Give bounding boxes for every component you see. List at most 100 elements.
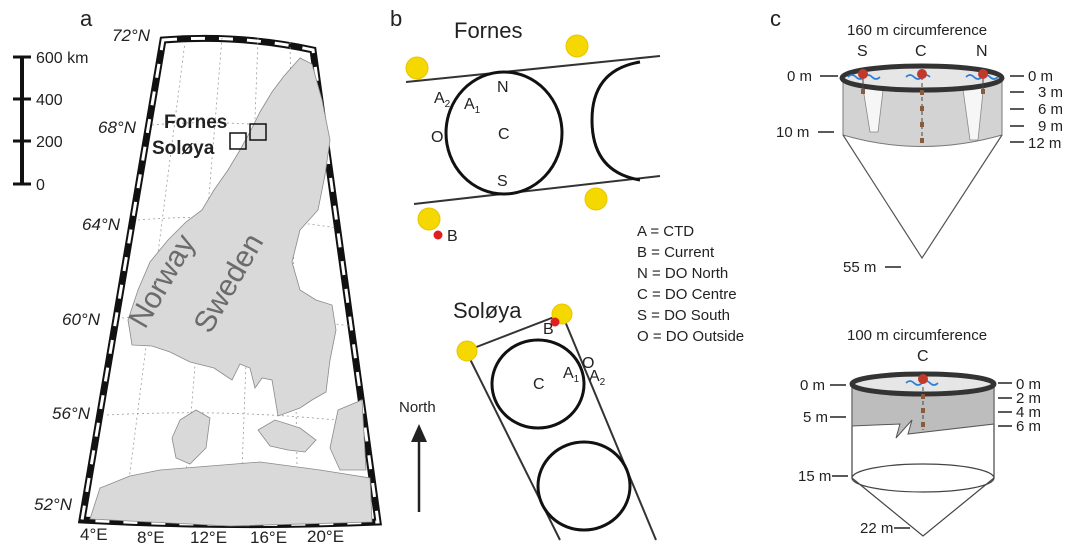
- site-box-soloya: [229, 132, 247, 150]
- depth-label-left: 5 m: [803, 409, 828, 426]
- depth-label-right: 4 m: [1016, 404, 1041, 421]
- soloya-cage-ring-2: [536, 440, 632, 532]
- lat-label-64: 64°N: [82, 215, 121, 234]
- current-meter-marker: [433, 230, 443, 240]
- depth-label-right: 6 m: [1038, 101, 1063, 118]
- buoy: [565, 34, 589, 58]
- site-box-fornes: [249, 123, 267, 141]
- site-label-soloya: Soløya: [152, 138, 215, 159]
- lat-label-56: 56°N: [52, 404, 91, 423]
- cage-160-pos-s: S: [857, 43, 868, 60]
- legend-item: O = DO Outside: [637, 328, 744, 345]
- fornes-layout: Fornes N C S O A2 A1 B: [405, 18, 661, 245]
- soloya-layout: Soløya C O B A1 A2: [453, 298, 657, 541]
- logger-sensor: [920, 90, 924, 95]
- logger-sensor: [921, 408, 925, 413]
- legend-item: B = Current: [637, 244, 715, 261]
- legend-item: S = DO South: [637, 307, 730, 324]
- depth-label-left: 10 m: [776, 124, 809, 141]
- logger-sensor: [920, 138, 924, 143]
- label-do-centre: C: [533, 376, 545, 393]
- cage-160-pos-n: N: [976, 43, 988, 60]
- soloya-title: Soløya: [453, 298, 522, 323]
- label-ctd-a2: A2: [434, 90, 451, 110]
- legend-item: A = CTD: [637, 223, 694, 240]
- label-do-outside: O: [582, 355, 594, 372]
- label-do-centre: C: [498, 126, 510, 143]
- cage-160-title: 160 m circumference: [847, 22, 987, 39]
- depth-label-left: 0 m: [787, 68, 812, 85]
- depth-label-right: 12 m: [1028, 135, 1061, 152]
- logger-sensor: [921, 422, 925, 427]
- legend-item: C = DO Centre: [637, 286, 737, 303]
- label-do-south: S: [497, 173, 508, 190]
- logger-sensor: [981, 89, 985, 94]
- lat-label-60: 60°N: [62, 310, 101, 329]
- lat-label-52: 52°N: [34, 495, 73, 514]
- lat-label-72: 72°N: [112, 26, 151, 45]
- map: Fornes Soløya Norway Sweden: [77, 34, 382, 529]
- scale-tick-600: 600 km: [36, 50, 88, 67]
- soloya-mooring-line-top: [465, 313, 563, 352]
- soloya-cage-ring: [490, 338, 586, 430]
- logger-sensor: [978, 69, 988, 79]
- north-label: North: [399, 399, 436, 416]
- north-arrow: North: [399, 399, 436, 512]
- lat-label-68: 68°N: [98, 118, 137, 137]
- cage-160-net-cone: [842, 134, 1003, 260]
- buoy: [405, 56, 429, 80]
- depth-label-left: 15 m: [798, 468, 831, 485]
- fornes-cage-ring-2: [590, 60, 641, 182]
- cage-100-bottom-ring: [851, 463, 995, 493]
- depth-label-right: 0 m: [1028, 68, 1053, 85]
- depth-label-right: 9 m: [1038, 118, 1063, 135]
- buoy: [584, 187, 608, 211]
- land-south-1: [257, 419, 317, 453]
- panel-b: b Fornes N C S O A2 A1 B A = CTD B = Cur…: [390, 6, 744, 541]
- depth-label-right: 0 m: [1016, 376, 1041, 393]
- logger-sensor: [921, 394, 925, 399]
- label-current-b: B: [447, 228, 458, 245]
- lon-label-12: 12°E: [190, 528, 227, 547]
- scale-tick-400: 400: [36, 92, 63, 109]
- cage-100-title: 100 m circumference: [847, 327, 987, 344]
- label-do-outside: O: [431, 129, 443, 146]
- logger-sensor: [917, 69, 927, 79]
- land-baltic-east: [329, 399, 367, 471]
- scale-bar: 600 km 400 200 0: [13, 50, 88, 194]
- panel-c-letter: c: [770, 6, 781, 31]
- fornes-mooring-line-top: [405, 55, 661, 83]
- cage-100: 100 m circumference C 0 m 5 m 15 m 22 m: [798, 327, 1041, 537]
- panel-b-letter: b: [390, 6, 402, 31]
- label-ctd-a1: A1: [464, 96, 481, 116]
- panel-a-letter: a: [80, 6, 93, 31]
- lon-label-8: 8°E: [137, 528, 165, 547]
- buoy: [456, 340, 478, 362]
- cage-160: 160 m circumference S C N: [776, 22, 1063, 276]
- legend-item: N = DO North: [637, 265, 728, 282]
- fornes-mooring-line-bottom: [413, 175, 661, 205]
- lon-label-4: 4°E: [80, 525, 108, 544]
- panel-a: a 600 km 400 200 0: [13, 6, 382, 547]
- depth-label-left: 0 m: [800, 377, 825, 394]
- logger-sensor: [918, 374, 928, 384]
- logger-sensor: [920, 106, 924, 111]
- cage-100-cone: [851, 477, 995, 537]
- scandinavia-land: [127, 57, 337, 417]
- scale-tick-200: 200: [36, 134, 63, 151]
- legend: A = CTD B = Current N = DO North C = DO …: [637, 223, 744, 345]
- lon-label-16: 16°E: [250, 528, 287, 547]
- label-do-north: N: [497, 79, 509, 96]
- logger-sensor: [920, 122, 924, 127]
- north-arrow-icon: [411, 424, 427, 442]
- panel-c: c 160 m circumference S C N: [770, 6, 1063, 537]
- depth-label-left: 22 m: [860, 520, 893, 537]
- fornes-cage-ring: [444, 70, 564, 196]
- depth-label-right: 2 m: [1016, 390, 1041, 407]
- depth-label-left: 55 m: [843, 259, 876, 276]
- logger-sensor: [861, 89, 865, 94]
- land: [89, 57, 373, 527]
- soloya-mooring-line-right: [561, 313, 657, 541]
- land-denmark: [171, 409, 211, 465]
